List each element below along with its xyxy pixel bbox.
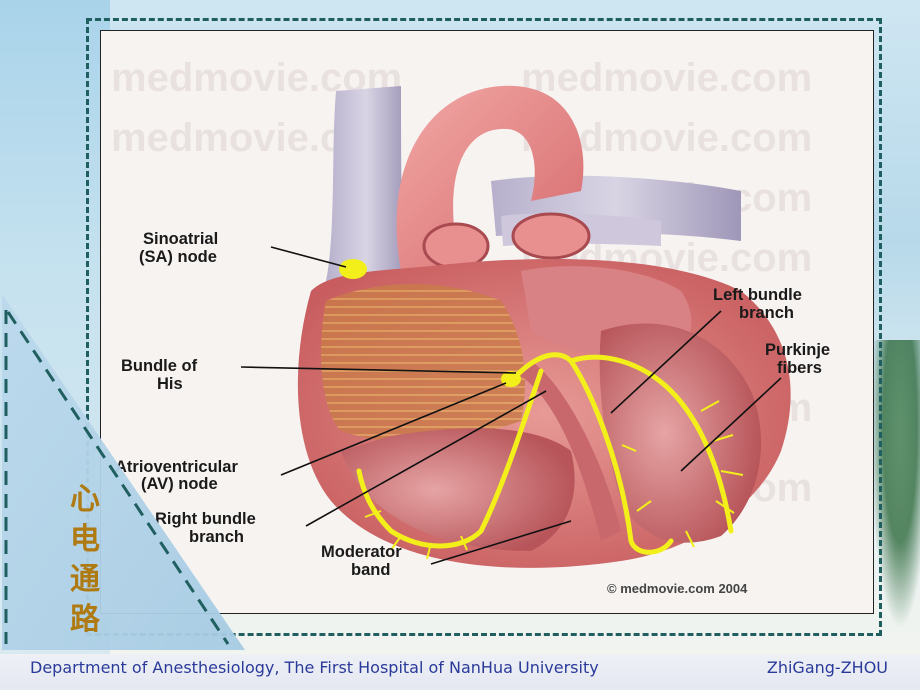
bundle-of-his-path [513,352,574,379]
label-right-bundle-line1: Right bundle [155,510,256,528]
picture-frame [86,18,882,636]
aortic-opening [422,222,490,270]
copyright-text: © medmovie.com 2004 [607,581,748,596]
right-bundle-path [356,368,544,549]
pulmonary-opening [511,212,591,260]
label-moderator-band-line1: Moderator [321,543,402,561]
superior-vena-cava [326,86,406,281]
title-triangle [2,294,245,650]
label-bundle-of-his-line1: Bundle of [121,357,198,375]
label-sa-node-line1: Sinoatrial [143,230,218,248]
title-char-2: 电 [70,522,100,557]
right-atrium-wall [321,284,525,442]
label-purkinje-line1: Purkinje [765,341,830,359]
label-left-bundle-line2: branch [739,304,794,322]
background-palm [870,340,920,630]
label-av-node-line2: (AV) node [141,475,218,493]
title-char-1: 心 [70,482,100,517]
sa-node-marker [339,259,367,279]
label-sa-node-line2: (SA) node [139,248,217,266]
conduction-system [356,352,734,555]
right-ventricle [341,428,575,551]
label-av-node-line1: Atrioventricular [115,458,238,476]
heart-diagram: medmovie.com medmovie.com medmovie.com m… [100,30,874,614]
footer-author: ZhiGang-ZHOU [766,658,888,677]
label-left-bundle-line1: Left bundle [713,286,802,304]
label-moderator-band-line2: band [351,561,390,579]
footer-department: Department of Anesthesiology, The First … [30,658,599,677]
label-purkinje-line2: fibers [777,359,822,377]
left-bundle-outer-path [568,354,734,534]
left-bundle-path [568,358,674,555]
title-char-4: 路 [70,602,100,637]
leader-lines [240,246,782,565]
slide-title: 心 电 通 路 [60,480,110,640]
heart-diagram-svg: medmovie.com medmovie.com medmovie.com m… [111,56,830,596]
label-bundle-of-his-line2: His [157,375,183,393]
diagram-labels: Sinoatrial (SA) node Bundle of His Atrio… [115,230,830,579]
purkinje-fibers [364,400,744,560]
footer-bar: Department of Anesthesiology, The First … [0,654,920,690]
title-char-3: 通 [70,562,100,597]
watermark-text: medmovie.com [521,56,812,100]
label-right-bundle-line2: branch [189,528,244,546]
ventricular-septum [521,361,621,541]
